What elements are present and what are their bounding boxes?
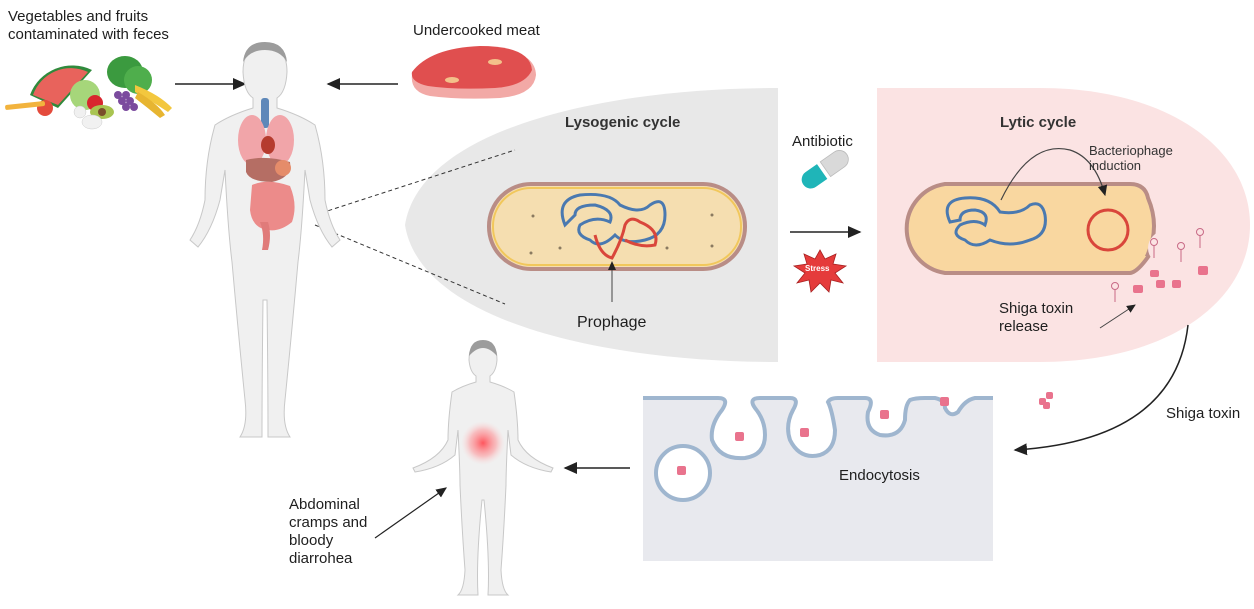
symptoms-line3: bloody — [289, 532, 334, 549]
food-source-label-line1: Vegetables and fruits — [8, 8, 149, 25]
lysogenic-cycle-title: Lysogenic cycle — [565, 114, 681, 131]
lytic-cycle-title: Lytic cycle — [1000, 114, 1077, 131]
symptoms-line1: Abdominal — [289, 496, 360, 513]
food-source-label: Vegetables and fruits contaminated with … — [8, 8, 169, 44]
meat-icon — [411, 46, 536, 99]
prophage-dna — [593, 217, 658, 260]
released-toxins — [1133, 266, 1208, 293]
arrow-toxin-to-cell — [1013, 324, 1189, 456]
meat-source-label: Undercooked meat — [413, 22, 540, 39]
bacteriophage-induction-label: Bacteriophage induction — [1089, 143, 1173, 173]
zoom-line-top — [314, 149, 516, 216]
symptoms-label: Abdominal cramps and bloody diarrohea — [289, 496, 367, 568]
arrow-induction — [1000, 148, 1108, 201]
prophage-label: Prophage — [577, 314, 647, 331]
vegetables-fruits-icon — [5, 56, 172, 130]
food-source-label-line2: contaminated with feces — [8, 26, 169, 43]
endocytosis-cell — [643, 396, 993, 561]
lysogenic-bacterium — [487, 182, 747, 302]
pain-indicator — [461, 421, 505, 465]
arrow-symptoms — [374, 487, 447, 539]
arrow-toxin-release — [1099, 304, 1136, 329]
bacterial-dna-lytic — [945, 196, 1047, 247]
patient-figure — [412, 340, 554, 596]
toxin-release-line1: Shiga toxin — [999, 300, 1074, 317]
human-anatomy-figure — [189, 42, 341, 438]
stress-label: Stress — [805, 264, 830, 273]
shiga-toxin-icon — [1039, 392, 1053, 409]
phage-circle-dna — [1086, 208, 1130, 252]
symptoms-line4: diarrohea — [289, 550, 353, 567]
endocytosis-label: Endocytosis — [839, 467, 920, 484]
lytic-bacterium — [904, 148, 1182, 275]
induction-label-line2: induction — [1089, 158, 1142, 173]
toxin-release-label: Shiga toxin release — [999, 300, 1073, 336]
released-phages — [1111, 228, 1204, 302]
induction-label-line1: Bacteriophage — [1089, 143, 1173, 158]
antibiotic-label: Antibiotic — [792, 133, 853, 150]
symptoms-line2: cramps and — [289, 514, 368, 531]
toxin-release-line2: release — [999, 318, 1049, 335]
stress-icon — [792, 249, 848, 293]
shiga-toxin-label: Shiga toxin — [1166, 405, 1241, 422]
antibiotic-capsule-icon — [801, 150, 849, 189]
zoom-line-bottom — [314, 224, 506, 305]
